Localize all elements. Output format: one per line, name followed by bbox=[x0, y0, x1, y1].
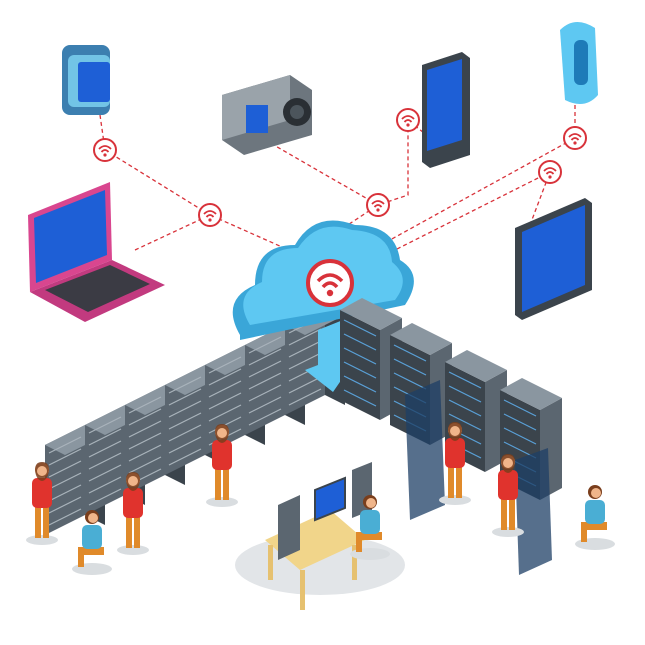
smartwatch-icon bbox=[62, 45, 110, 115]
tablet-icon bbox=[515, 198, 592, 320]
wifi-icon bbox=[93, 108, 587, 227]
fitness-band-icon bbox=[560, 21, 598, 104]
server-rack-icon bbox=[44, 304, 346, 536]
server-rack-icon bbox=[339, 297, 563, 575]
smartphone-icon bbox=[422, 52, 470, 168]
action-camera-icon bbox=[222, 75, 312, 155]
laptop-icon bbox=[28, 182, 165, 322]
